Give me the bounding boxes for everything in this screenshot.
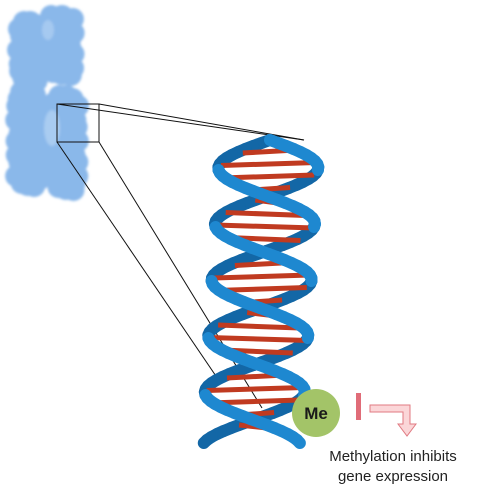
caption-line-2: gene expression (337, 468, 449, 485)
zoom-line-right (98, 141, 263, 409)
inhibition-bar-icon (356, 393, 361, 420)
chromosome-icon (5, 5, 89, 201)
methyl-group-icon: Me (292, 389, 340, 437)
zoom-line-upper (98, 103, 305, 141)
zoom-line-top (56, 103, 305, 141)
dna-double-helix-icon (197, 134, 325, 449)
caption-line-1: Methylation inhibits (329, 448, 457, 465)
methyl-label: Me (304, 404, 328, 423)
caption: Methylation inhibits gene expression (300, 447, 486, 487)
zoom-line-lower (56, 141, 221, 383)
gene-expression-arrow-icon (369, 404, 417, 437)
zoom-box (56, 103, 100, 143)
